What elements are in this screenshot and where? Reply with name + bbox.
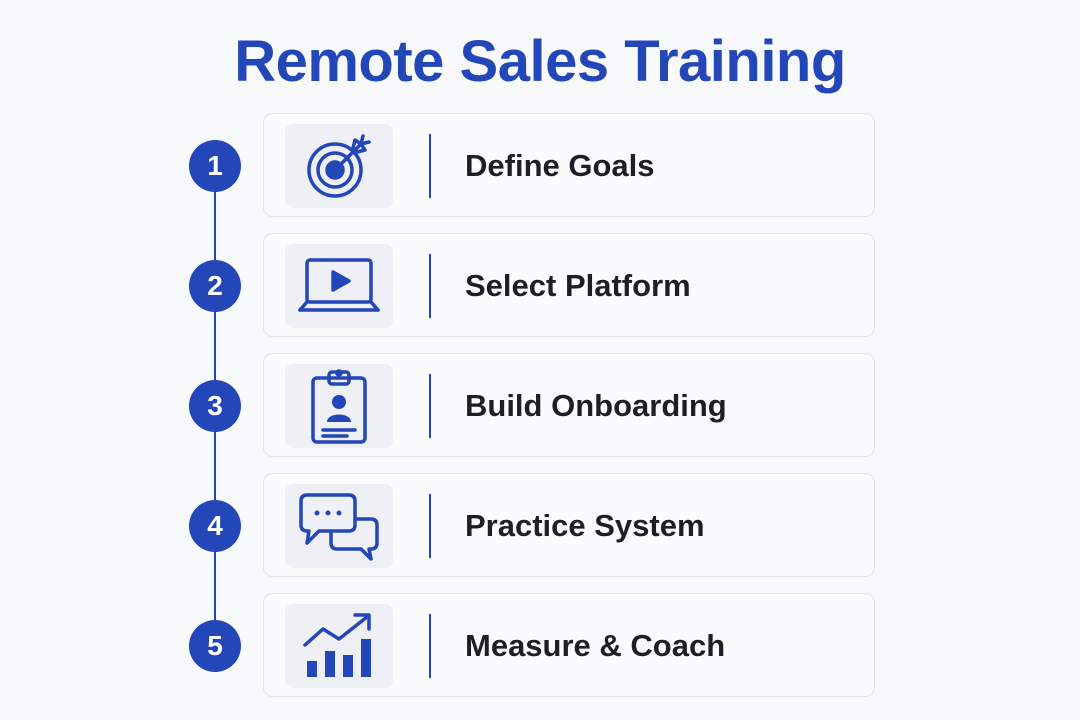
laptop-video-icon (298, 258, 380, 312)
step-card: Select Platform (263, 233, 875, 337)
chat-bubbles-icon (299, 493, 379, 561)
step-number-badge: 1 (189, 140, 241, 192)
icon-tile (285, 484, 393, 568)
step-label: Practice System (465, 508, 705, 543)
step-label: Define Goals (465, 148, 655, 183)
step-3: 3 Build Onboarding (0, 353, 1080, 459)
step-number-badge: 4 (189, 500, 241, 552)
step-card: Build Onboarding (263, 353, 875, 457)
step-2: 2 Select Platform (0, 233, 1080, 339)
icon-tile (285, 604, 393, 688)
step-number-badge: 3 (189, 380, 241, 432)
step-5: 5 Measure & Coach (0, 593, 1080, 699)
divider (429, 614, 431, 678)
step-card: Define Goals (263, 113, 875, 217)
divider (429, 494, 431, 558)
page-title: Remote Sales Training (234, 29, 846, 94)
target-icon (307, 134, 371, 198)
step-label: Select Platform (465, 268, 691, 303)
growth-chart-icon (303, 613, 371, 677)
step-label: Measure & Coach (465, 628, 726, 663)
icon-tile (285, 364, 393, 448)
divider (429, 254, 431, 318)
step-4: 4 Practice System (0, 473, 1080, 579)
step-number-badge: 2 (189, 260, 241, 312)
step-card: Measure & Coach (263, 593, 875, 697)
step-label: Build Onboarding (465, 388, 727, 423)
divider (429, 134, 431, 198)
step-number-badge: 5 (189, 620, 241, 672)
icon-tile (285, 124, 393, 208)
divider (429, 374, 431, 438)
step-1: 1 Define Goals (0, 113, 1080, 219)
clipboard-profile-icon (311, 369, 367, 444)
step-card: Practice System (263, 473, 875, 577)
icon-tile (285, 244, 393, 328)
